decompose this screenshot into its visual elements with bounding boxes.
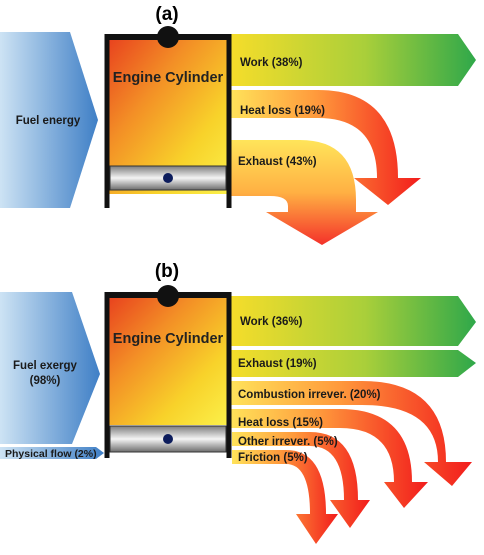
other-irrever-label: Other irrever. (5%) <box>238 436 338 448</box>
panel-b-label: (b) <box>155 261 179 282</box>
panel-a-label: (a) <box>155 4 178 25</box>
friction-label: Friction (5%) <box>238 452 308 464</box>
exhaust-arrow-a <box>230 140 378 245</box>
engine-cylinder-a: Engine Cylinder <box>104 26 232 208</box>
exhaust-label-b: Exhaust (19%) <box>238 358 317 370</box>
heat-loss-arrow-b <box>230 409 428 508</box>
piston-pin-icon <box>163 434 173 444</box>
engine-cylinder-b: Engine Cylinder <box>104 285 232 458</box>
combustion-irrever-arrow <box>230 381 472 486</box>
fuel-exergy-arrow <box>0 292 100 444</box>
heat-loss-label-a: Heat loss (19%) <box>240 105 325 117</box>
combustion-irrever-label: Combustion irrever. (20%) <box>238 389 381 401</box>
heat-loss-label-b: Heat loss (15%) <box>238 417 323 429</box>
fuel-exergy-percent: (98%) <box>30 375 61 387</box>
valve-icon <box>157 26 179 48</box>
other-irrever-arrow <box>232 432 370 528</box>
exhaust-label-a: Exhaust (43%) <box>238 156 317 168</box>
work-label-a: Work (38%) <box>240 57 303 69</box>
heat-loss-arrow-a <box>230 90 421 205</box>
physical-flow-label: Physical flow (2%) <box>5 448 97 460</box>
work-arrow-a <box>230 34 476 86</box>
panel-a: (a) Fuel energy Work (38%) Heat loss (19… <box>0 4 476 245</box>
fuel-energy-arrow <box>0 32 98 208</box>
fuel-exergy-label: Fuel exergy <box>13 360 78 372</box>
fuel-energy-label: Fuel energy <box>16 115 81 127</box>
work-label-b: Work (36%) <box>240 316 303 328</box>
physical-flow-arrow <box>0 447 104 459</box>
valve-icon <box>157 285 179 307</box>
cylinder-label-b: Engine Cylinder <box>113 331 224 347</box>
piston-pin-icon <box>163 173 173 183</box>
exhaust-arrow-b <box>230 350 476 377</box>
friction-arrow <box>232 450 338 544</box>
work-arrow-b <box>230 296 476 346</box>
panel-b: (b) Fuel exergy (98%) Physical flow (2%)… <box>0 261 476 544</box>
cylinder-label-a: Engine Cylinder <box>113 70 224 86</box>
